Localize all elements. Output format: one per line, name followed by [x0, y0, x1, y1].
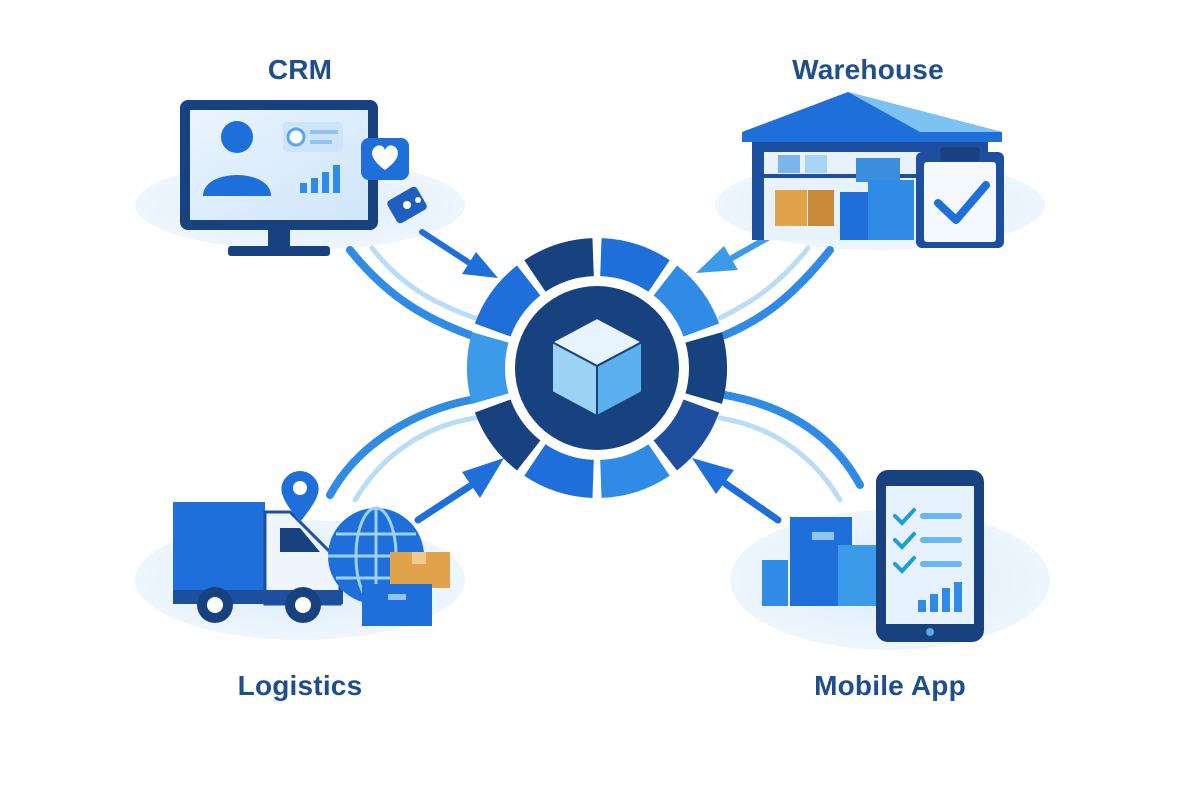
smartphone-icon — [876, 470, 984, 642]
logistics-illustration — [173, 471, 450, 626]
hub-ring-segment — [474, 265, 546, 340]
mobile-app-label: Mobile App — [814, 670, 966, 701]
hub-ring-segment — [474, 396, 546, 471]
flow-arrows — [414, 229, 782, 524]
crm-illustration — [180, 100, 427, 256]
arrow-mobile-to-hub — [692, 458, 782, 524]
hub-cube-icon — [515, 286, 679, 450]
mobile-app-illustration — [762, 470, 984, 642]
warehouse-label: Warehouse — [792, 54, 944, 85]
heart-icon — [361, 138, 409, 180]
hub-ring-segment — [648, 265, 720, 340]
bar-chart-icon — [762, 517, 878, 606]
truck-icon — [173, 502, 343, 623]
hub-ring-segment — [466, 332, 517, 404]
user-icon — [203, 121, 271, 196]
crm-label: CRM — [267, 54, 333, 85]
bar-chart-icon — [918, 582, 962, 612]
hub-ring-segment — [648, 396, 720, 471]
bar-chart-icon — [300, 165, 340, 193]
connection-curves — [326, 245, 864, 503]
hub-ring-segment — [677, 332, 727, 404]
boxes-icon — [362, 552, 450, 626]
puzzle-icon — [387, 186, 427, 224]
warehouse-illustration — [742, 92, 1004, 248]
logistics-label: Logistics — [237, 670, 363, 701]
map-pin-icon — [281, 471, 319, 522]
boxes-icon — [775, 155, 914, 240]
checklist-icon — [893, 508, 962, 574]
clipboard-check-icon — [916, 147, 1004, 248]
arrow-crm-to-hub — [419, 229, 498, 278]
arrow-logistics-to-hub — [414, 458, 504, 524]
